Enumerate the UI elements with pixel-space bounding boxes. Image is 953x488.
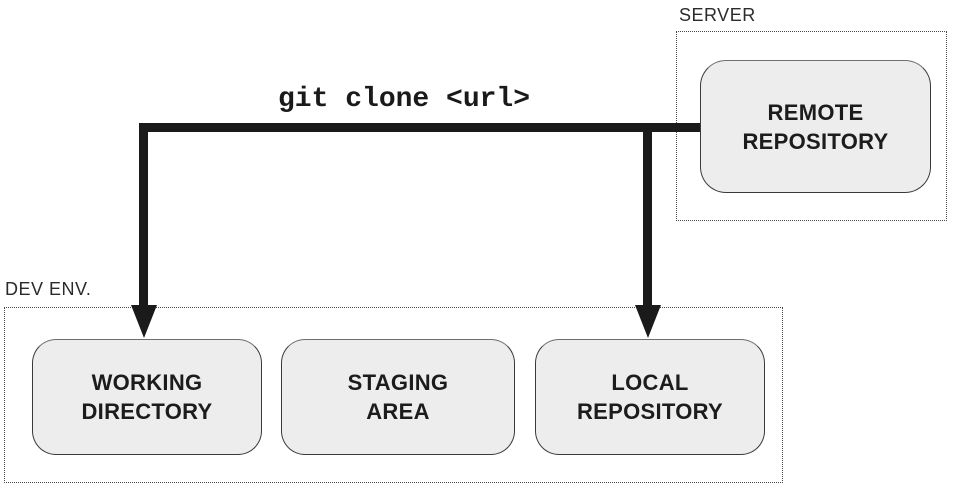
edge-vertical-segment-to-working-directory xyxy=(139,123,148,305)
server-group-label: SERVER xyxy=(679,5,756,25)
dev-env-group-box xyxy=(4,307,783,483)
edge-vertical-segment-to-local-repository xyxy=(643,123,652,305)
node-staging-area-label: STAGING AREA xyxy=(347,370,449,424)
dev-env-group-label: DEV ENV. xyxy=(5,279,92,299)
edge-horizontal-segment xyxy=(139,123,700,132)
node-staging-area: STAGING AREA xyxy=(281,339,515,455)
node-local-repository-label: LOCAL REPOSITORY xyxy=(576,370,724,424)
node-working-directory: WORKING DIRECTORY xyxy=(32,339,262,455)
node-remote-repository: REMOTE REPOSITORY xyxy=(700,60,931,193)
node-local-repository: LOCAL REPOSITORY xyxy=(535,339,765,455)
edge-label-git-clone: git clone <url> xyxy=(278,84,531,115)
arrowhead-down-icon xyxy=(131,305,157,338)
arrowhead-down-icon xyxy=(635,305,661,338)
node-working-directory-label: WORKING DIRECTORY xyxy=(81,370,213,424)
node-remote-repository-label: REMOTE REPOSITORY xyxy=(742,99,889,154)
